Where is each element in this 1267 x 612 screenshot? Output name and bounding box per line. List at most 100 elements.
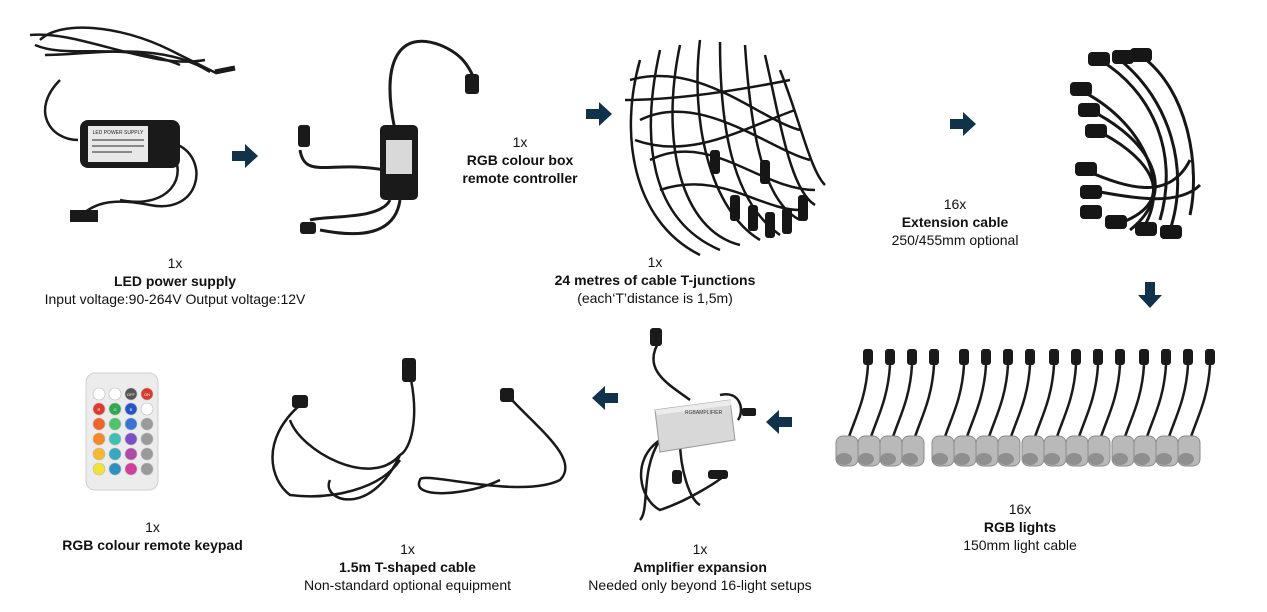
remote-key: [108, 417, 122, 431]
caption-qty: 16x: [943, 196, 967, 212]
arrow-right-icon: [950, 112, 976, 136]
remote-key-label: B: [130, 407, 133, 412]
remote-key-label: OFF: [127, 392, 136, 397]
light-lens: [902, 453, 918, 465]
light-lens: [998, 453, 1014, 465]
rgb-lights-image: [835, 349, 1215, 467]
light-connector: [1139, 349, 1149, 365]
light-connector: [1205, 349, 1215, 365]
light-cable: [1166, 364, 1190, 441]
led-power-supply-image: LED POWER SUPPLY: [29, 26, 236, 222]
caption-title: Extension cable: [901, 214, 1009, 230]
caption-title: RGB colour remote keypad: [62, 537, 243, 553]
caption-sub: (each‘T’distance is 1,5m): [577, 290, 733, 306]
light-lens: [1178, 453, 1194, 465]
caption-sub: Input voltage:90-264V Output voltage:12V: [44, 291, 306, 307]
light-lens: [858, 453, 874, 465]
remote-key: [108, 447, 122, 461]
caption-rgb-lights: 16x RGB lights 150mm light cable: [940, 500, 1100, 554]
light-lens: [932, 453, 948, 465]
light-cable: [1098, 364, 1122, 441]
rgb-controller-image: [298, 39, 479, 236]
light-lens: [1066, 453, 1082, 465]
light-cable: [868, 364, 892, 441]
light-connector: [929, 349, 939, 365]
light-connector: [863, 349, 873, 365]
remote-key-label: W: [145, 407, 149, 412]
caption-cable-t-junctions: 1x 24 metres of cable T-junctions (each‘…: [540, 253, 770, 307]
light-cable: [1144, 364, 1168, 441]
remote-key: [92, 462, 106, 476]
remote-key: [92, 387, 106, 401]
light-lens: [880, 453, 896, 465]
light-connector: [907, 349, 917, 365]
remote-key: [108, 462, 122, 476]
caption-qty: 1x: [167, 255, 183, 271]
light-cable: [1122, 364, 1146, 441]
caption-title: 1.5m T-shaped cable: [339, 559, 476, 575]
caption-title-line2: remote controller: [462, 170, 578, 186]
remote-key-label: ON: [144, 392, 150, 397]
caption-extension-cable: 16x Extension cable 250/455mm optional: [870, 195, 1040, 249]
caption-sub: Non-standard optional equipment: [303, 577, 512, 593]
caption-remote-keypad: 1x RGB colour remote keypad: [50, 518, 255, 554]
light-cable: [1032, 364, 1056, 441]
light-cable: [1188, 364, 1212, 441]
caption-title: RGB colour box: [466, 152, 574, 168]
remote-key: [124, 417, 138, 431]
caption-title: LED power supply: [113, 273, 237, 289]
light-connector: [1161, 349, 1171, 365]
remote-key: [92, 402, 106, 416]
caption-title: 24 metres of cable T-junctions: [554, 272, 756, 288]
remote-key: [140, 417, 154, 431]
t-shaped-cable-image: [271, 358, 567, 501]
remote-key-label: G: [113, 407, 116, 412]
light-cable: [942, 364, 966, 441]
light-cable: [846, 364, 870, 441]
caption-amplifier-expansion: 1x Amplifier expansion Needed only beyon…: [570, 540, 830, 594]
light-lens: [1134, 453, 1150, 465]
remote-key: [92, 447, 106, 461]
light-connector: [885, 349, 895, 365]
light-cable: [964, 364, 988, 441]
caption-qty: 1x: [400, 541, 415, 557]
remote-key: [92, 432, 106, 446]
light-lens: [976, 453, 992, 465]
remote-key: [108, 387, 122, 401]
light-cable: [1054, 364, 1078, 441]
light-connector: [1071, 349, 1081, 365]
caption-qty: 1x: [145, 519, 160, 535]
light-connector: [1025, 349, 1035, 365]
remote-key-label: R: [98, 407, 101, 412]
light-lens: [836, 453, 852, 465]
remote-keypad-image: OFF ON R G B W: [85, 372, 159, 491]
light-lens: [954, 453, 970, 465]
arrow-left-icon: [592, 386, 618, 410]
remote-key: [140, 462, 154, 476]
light-cable: [1076, 364, 1100, 441]
remote-key: [108, 432, 122, 446]
light-cable: [912, 364, 936, 441]
light-lens: [1156, 453, 1172, 465]
caption-qty: 16x: [1008, 501, 1032, 517]
remote-key: [124, 387, 138, 401]
arrow-down-icon: [1138, 282, 1162, 308]
remote-key: [92, 417, 106, 431]
caption-qty: 1x: [692, 541, 708, 557]
light-connector: [1093, 349, 1103, 365]
caption-title: RGB lights: [983, 519, 1057, 535]
caption-sub: 150mm light cable: [963, 537, 1077, 553]
light-connector: [1003, 349, 1013, 365]
light-lens: [1022, 453, 1038, 465]
light-lens: [1088, 453, 1104, 465]
extension-cables-image: [1070, 48, 1202, 239]
remote-key: [124, 402, 138, 416]
caption-qty: 1x: [512, 134, 528, 150]
remote-key: [140, 402, 154, 416]
remote-key: [124, 462, 138, 476]
arrow-left-icon: [766, 410, 792, 434]
arrow-right-icon: [232, 144, 258, 168]
caption-rgb-controller: 1x RGB colour box remote controller: [440, 133, 600, 187]
caption-sub: Needed only beyond 16-light setups: [588, 577, 812, 593]
